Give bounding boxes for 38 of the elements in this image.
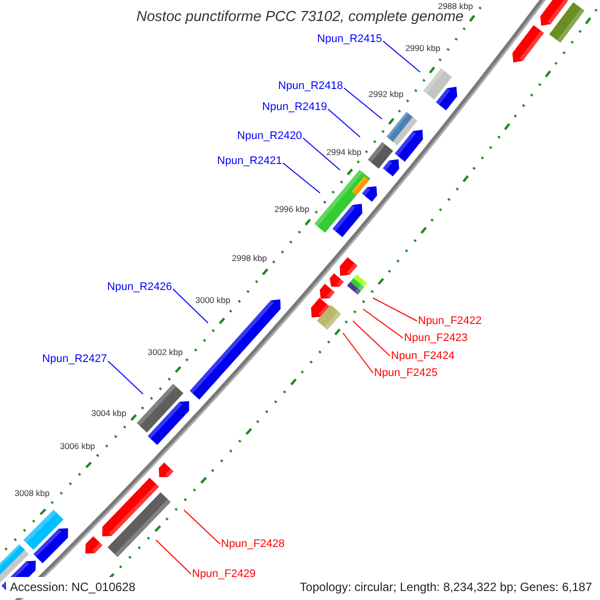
gene-label: Npun_R2419 [262, 100, 327, 114]
gene-label: Npun_R2420 [237, 130, 302, 142]
gene-label: Npun_F2429 [192, 568, 256, 580]
leader-line [372, 298, 418, 322]
tick-label: 2996 kbp [274, 204, 310, 214]
gene-label: Npun_F2425 [374, 366, 438, 380]
leader-line [302, 138, 340, 170]
leader-line [184, 510, 220, 544]
leader-line [282, 162, 320, 194]
leader-line [156, 540, 192, 574]
leader-line [344, 88, 382, 120]
gene-label: Npun_R2418 [278, 80, 343, 92]
gene-label: Npun_F2423 [404, 332, 468, 344]
tick-label: 3008 kbp [14, 488, 50, 498]
tick-label: 2994 kbp [326, 147, 362, 157]
tick-label: 2998 kbp [232, 253, 267, 263]
gene-label: Npun_F2422 [418, 314, 482, 328]
gene-label: Npun_R2421 [217, 154, 282, 168]
tick-label: 3004 kbp [91, 408, 126, 418]
title: Nostoc punctiforme PCC 73102, complete genome [135, 9, 464, 26]
leader-line [342, 332, 374, 374]
gene-label: Npun_R2415 [317, 32, 382, 46]
tick-label: 3000 kbp [195, 294, 230, 305]
tick-label: 3006 kbp [60, 441, 96, 452]
leader-line [108, 360, 144, 394]
gene-label: Npun_R2427 [42, 352, 107, 366]
leader-line [352, 320, 390, 356]
leader-line [328, 108, 360, 138]
tick-label: 2988 kbp [438, 0, 473, 11]
gene-label: Npun_R2426 [107, 280, 172, 294]
leader-line [172, 288, 208, 324]
tick-label: 2992 kbp [368, 89, 404, 100]
gene-label: Npun_F2428 [221, 538, 285, 550]
tick-label: 3002 kbp [148, 347, 183, 358]
leader-line [382, 40, 420, 72]
gene-label: Npun_F2424 [391, 350, 455, 362]
tick-label: 2990 kbp [405, 42, 440, 53]
leader-line [362, 308, 404, 338]
